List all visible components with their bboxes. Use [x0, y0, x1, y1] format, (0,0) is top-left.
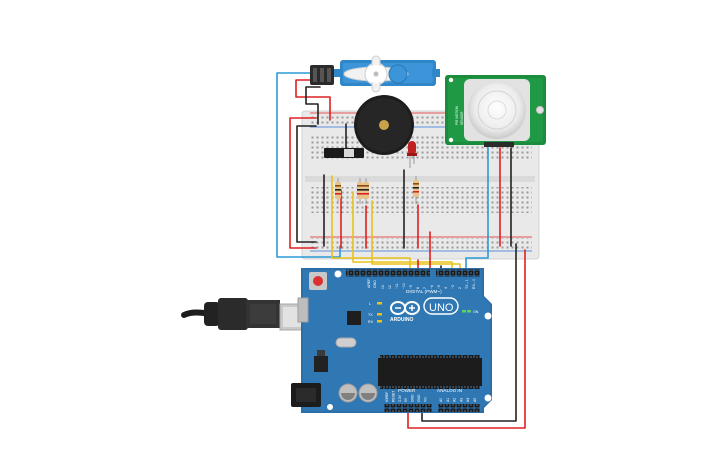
digital-pin-label-13: RX←0 [472, 279, 476, 289]
arduino-logo: ARDUINO [390, 301, 420, 323]
analog-pin-label-3: A3 [459, 398, 463, 402]
power-header-label: POWER [398, 388, 416, 393]
analog-pin-label-5: A5 [473, 398, 477, 402]
digital-pin-label-10: ~3 [451, 285, 455, 289]
resistor-1[interactable] [335, 178, 341, 204]
l-label: L [369, 302, 371, 306]
wire-yellow-1 [331, 175, 411, 269]
usb-chip [347, 311, 361, 325]
resistor-4[interactable] [413, 176, 419, 204]
analog-header[interactable] [438, 404, 480, 412]
servo-motor[interactable] [310, 55, 440, 93]
digital-pin-label-7: ~6 [430, 285, 434, 289]
digital-pin-label-11: 2 [458, 287, 462, 289]
digital-pin-label-12: TX→1 [465, 279, 469, 289]
digital-pin-label-8: ~5 [437, 285, 441, 289]
usb-cable [181, 298, 307, 331]
digital-header-right[interactable] [436, 269, 480, 277]
red-led[interactable] [407, 141, 417, 168]
digital-pin-label-1: 12 [388, 285, 392, 289]
digital-header-label: DIGITAL (PWM~) [406, 289, 442, 294]
digital-pin-label-0: 13 [381, 285, 385, 289]
power-pin-label-3: 5V [404, 397, 408, 402]
power-header[interactable] [384, 404, 432, 412]
wires [276, 72, 526, 429]
uno-label: UNO [429, 302, 454, 314]
wire-black-servo-gnd [305, 86, 321, 125]
power-pin-label-0: IOREF [385, 392, 389, 402]
digital-header-left[interactable] [346, 269, 430, 277]
wire-black-rail-link [296, 125, 317, 243]
wire-blue-pir-out [465, 147, 489, 269]
pir-label-1: PIR MOTION [455, 105, 459, 125]
slide-switch[interactable] [324, 148, 364, 158]
analog-pin-label-0: A0 [439, 398, 443, 402]
crystal [335, 337, 357, 348]
digital-pin-label-5: 8 [416, 287, 420, 289]
power-pin-label-6: Vin [423, 397, 427, 402]
atmega-chip [378, 358, 482, 386]
piezo-buzzer[interactable] [354, 95, 414, 155]
analog-header-label: ANALOG IN [437, 388, 462, 393]
pir-label-2: SENSOR [460, 111, 464, 125]
arduino-wordmark: ARDUINO [390, 317, 413, 323]
power-pin-label-4: GND [411, 394, 415, 402]
aref-label: AREF [367, 278, 371, 288]
digital-pin-label-9: 4 [444, 287, 448, 289]
wire-red-5v [407, 249, 526, 429]
analog-pin-label-4: A4 [466, 398, 470, 402]
tx-label: TX [368, 313, 373, 317]
power-pin-label-5: GND [417, 394, 421, 402]
on-label: ON [473, 310, 479, 314]
uno-badge [423, 297, 459, 315]
digital-pin-label-6: 7 [423, 287, 427, 289]
resistor-3[interactable] [363, 178, 369, 204]
voltage-regulator [314, 356, 328, 372]
rx-label: RX [368, 320, 374, 324]
pir-dome [468, 81, 526, 139]
center-divider [305, 176, 535, 182]
analog-pin-label-2: A2 [453, 398, 457, 402]
digital-pin-label-3: ~10 [402, 283, 406, 289]
wire-yellow-2 [352, 191, 453, 269]
pir-pin-header [484, 142, 514, 147]
wire-blue-servo-signal [276, 72, 341, 258]
power-pin-label-1: RESET [391, 391, 395, 402]
gnd-label: GND [373, 280, 377, 288]
power-pin-label-2: 3.3V [398, 394, 402, 402]
digital-pin-label-4: ~9 [409, 285, 413, 289]
pir-sensor[interactable]: PIR MOTION SENSOR [445, 75, 546, 147]
resistor-2[interactable] [357, 178, 363, 204]
wire-red-servo-power [295, 79, 331, 121]
wire-red-rail-link [289, 117, 317, 249]
analog-pin-label-1: A1 [446, 398, 450, 402]
lower-terminal-strip[interactable] [310, 187, 532, 213]
digital-pin-label-2: ~11 [395, 283, 399, 289]
wire-yellow-3 [371, 200, 461, 269]
bottom-power-rail[interactable] [310, 238, 532, 250]
